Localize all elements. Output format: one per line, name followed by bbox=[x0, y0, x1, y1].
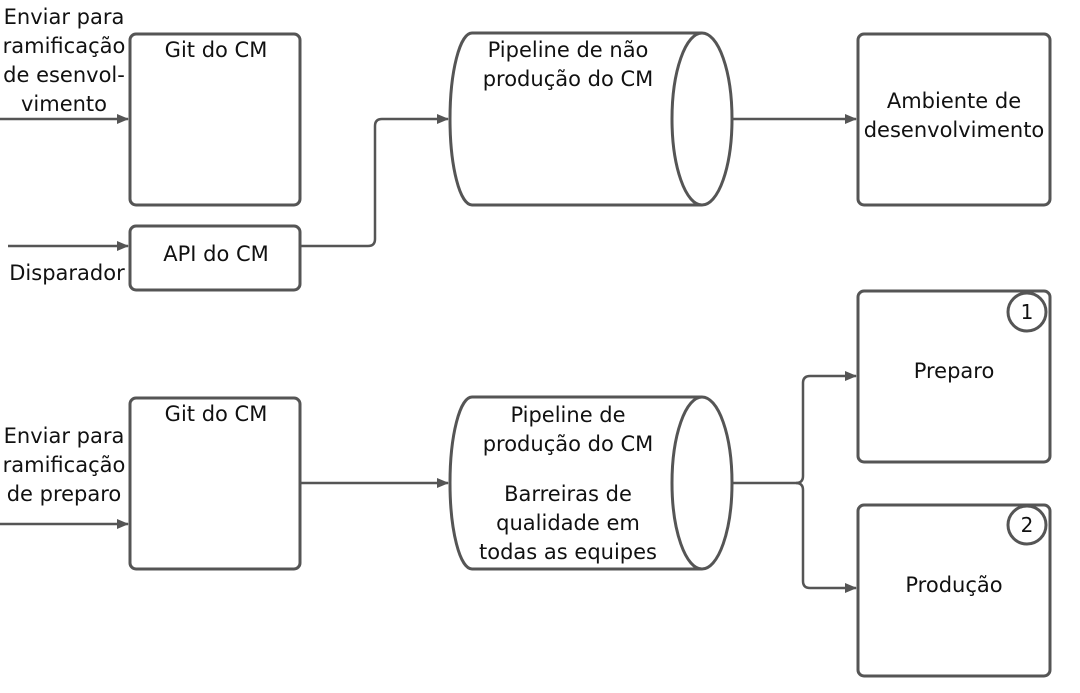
label-git-bottom: Git do CM bbox=[164, 402, 268, 426]
arrow-api-to-pipeline bbox=[300, 114, 449, 248]
pipeline-nonprod-cylinder bbox=[448, 31, 734, 207]
label-git-top: Git do CM bbox=[164, 38, 268, 62]
arrow-to-staging bbox=[732, 371, 857, 485]
api-box bbox=[128, 224, 302, 292]
production-box bbox=[856, 503, 1052, 678]
git-box-top bbox=[128, 32, 302, 207]
staging-box bbox=[856, 289, 1052, 464]
arrow-to-production bbox=[795, 481, 857, 593]
pipeline-prod-cylinder bbox=[448, 395, 734, 571]
label-trigger: Disparador bbox=[9, 261, 125, 285]
dev-environment-box bbox=[856, 32, 1052, 207]
label-production: Produção bbox=[905, 573, 1003, 597]
staging-badge-circle bbox=[1006, 291, 1048, 333]
production-badge-number: 2 bbox=[1021, 513, 1034, 537]
staging-badge-number: 1 bbox=[1021, 300, 1034, 324]
production-badge-circle bbox=[1006, 504, 1048, 546]
label-staging: Preparo bbox=[913, 359, 995, 383]
label-api: API do CM bbox=[163, 242, 269, 266]
